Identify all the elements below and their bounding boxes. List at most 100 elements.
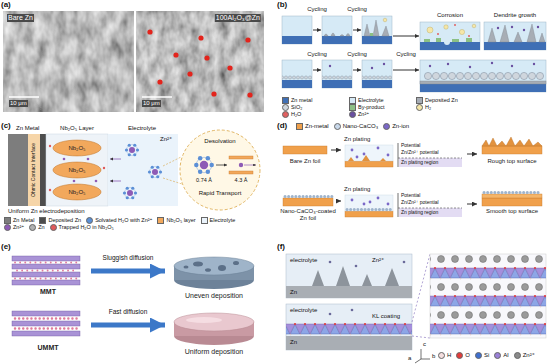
region-label: Zn Metal [16, 125, 39, 132]
zn-ion [239, 163, 243, 167]
flow-arrow [467, 204, 477, 205]
legend-text: H₂O [291, 111, 301, 118]
solvated-ion [148, 166, 162, 179]
legend-text: Zn²⁺ [523, 352, 535, 360]
zn-ion [371, 67, 373, 69]
node-text: Rough top surface [478, 158, 546, 165]
equilibrium-line [398, 158, 462, 159]
region-label: Zn [290, 339, 297, 346]
flow-arrow [339, 201, 341, 202]
zn-ion [363, 153, 366, 156]
caco3-coating [484, 191, 541, 194]
electrolyte-cell [282, 60, 312, 88]
water-molecule [437, 33, 439, 35]
al2o3-particle [173, 52, 178, 57]
electrode-disc [218, 265, 226, 271]
zoom-leader [163, 178, 182, 184]
legend-swatch [514, 352, 521, 359]
legend-entry: Zn [29, 224, 44, 231]
axis-label: c [423, 341, 426, 348]
legend-text: H₂ [425, 104, 431, 111]
nb2o5-particle: Nb₂O₅ [52, 183, 102, 201]
deposited-zn [488, 24, 545, 42]
particle-outline [53, 140, 101, 156]
smooth-deposit [482, 194, 542, 198]
zn-ion [329, 261, 332, 264]
clay-layers [12, 272, 80, 277]
legend-text: Zn-metal [305, 123, 329, 131]
legend-swatch [349, 97, 356, 104]
legend-entry: By-product [349, 104, 411, 111]
clay-layers [15, 278, 78, 280]
legend-entry: Zn²⁺ [349, 111, 411, 118]
legend-swatch [201, 217, 208, 224]
caco3-coating [285, 195, 332, 198]
nb2o5-particle: Nb₂O₅ [52, 161, 102, 179]
nb2o5-tunnel [229, 171, 253, 174]
legend-entry: Zn²⁺ [4, 224, 24, 231]
zn-ion [355, 265, 358, 268]
ion-label: Zn²⁺ [372, 257, 384, 264]
node-text: Nano-CaCO₃-coated Zn foil [278, 208, 338, 222]
legend-swatch [334, 123, 341, 130]
node-text: Nb₂O₅ [68, 167, 85, 174]
electrolyte-region [286, 304, 412, 350]
deposited-zn [324, 20, 546, 84]
electrolyte-cell [322, 60, 352, 88]
zn-ion [387, 203, 390, 206]
step-label: Cycling [307, 51, 327, 58]
legend-swatch [416, 104, 423, 111]
equilibrium-line [398, 158, 462, 208]
legend-text: Si [484, 352, 489, 360]
al2o3-particle [227, 65, 232, 70]
legend-swatch [438, 352, 445, 359]
clay-layers [12, 280, 80, 285]
node-text: Nb₂O₅ [68, 189, 85, 196]
electrolyte-cell [362, 60, 392, 88]
legend-text: Nb₂O₅ layer [166, 217, 195, 224]
region-label: Zn [290, 289, 297, 296]
cycling-arrow [393, 70, 419, 71]
step-label: Cycling [307, 6, 327, 13]
legend-entry: H [438, 352, 451, 360]
trapped-water [103, 167, 105, 169]
zn-ion [351, 149, 354, 152]
step-label: Cycling [347, 6, 367, 13]
legend-text: Zn²⁺ [358, 111, 369, 118]
particle-outline [53, 184, 101, 200]
material-structure: MMT [6, 252, 90, 296]
legend-entry: Zn²⁺ [514, 352, 535, 360]
electrolyte-cell [420, 60, 546, 92]
zn-ion [329, 26, 539, 69]
al2o3-particle [204, 55, 209, 60]
zn-ion [387, 154, 390, 157]
electrode-disc [174, 257, 254, 275]
electrode-result: Uneven deposition [166, 250, 262, 300]
legend-text: Nano-CaCO₃ [343, 123, 378, 131]
electrode-disc [174, 257, 254, 345]
electrode-disc [233, 261, 239, 265]
region-label: electrolyte [290, 257, 317, 264]
zn-metal [420, 42, 480, 50]
node-text: Uneven deposition [166, 292, 262, 300]
al2o3-particle [198, 35, 203, 40]
electrode-disc [184, 266, 189, 269]
legend-swatch [282, 104, 289, 111]
zn-ion [351, 309, 354, 312]
dimension-label: 4.3 Å [235, 177, 248, 183]
process-stage: Zn plating [342, 136, 466, 167]
legend-swatch [383, 123, 390, 130]
zn-ion [369, 201, 372, 204]
by-product [370, 33, 373, 36]
process-label: Desolvation [204, 138, 235, 145]
kl-schematic [286, 254, 546, 363]
zn-ion [429, 65, 431, 67]
clay-layers [15, 317, 78, 319]
zn-metal [362, 80, 392, 88]
al2o3-particle [245, 37, 250, 42]
legend-text: O [465, 352, 470, 360]
electrolyte-region [345, 145, 393, 161]
node-text: Zn plating [344, 136, 466, 143]
legend-swatch [50, 224, 57, 231]
